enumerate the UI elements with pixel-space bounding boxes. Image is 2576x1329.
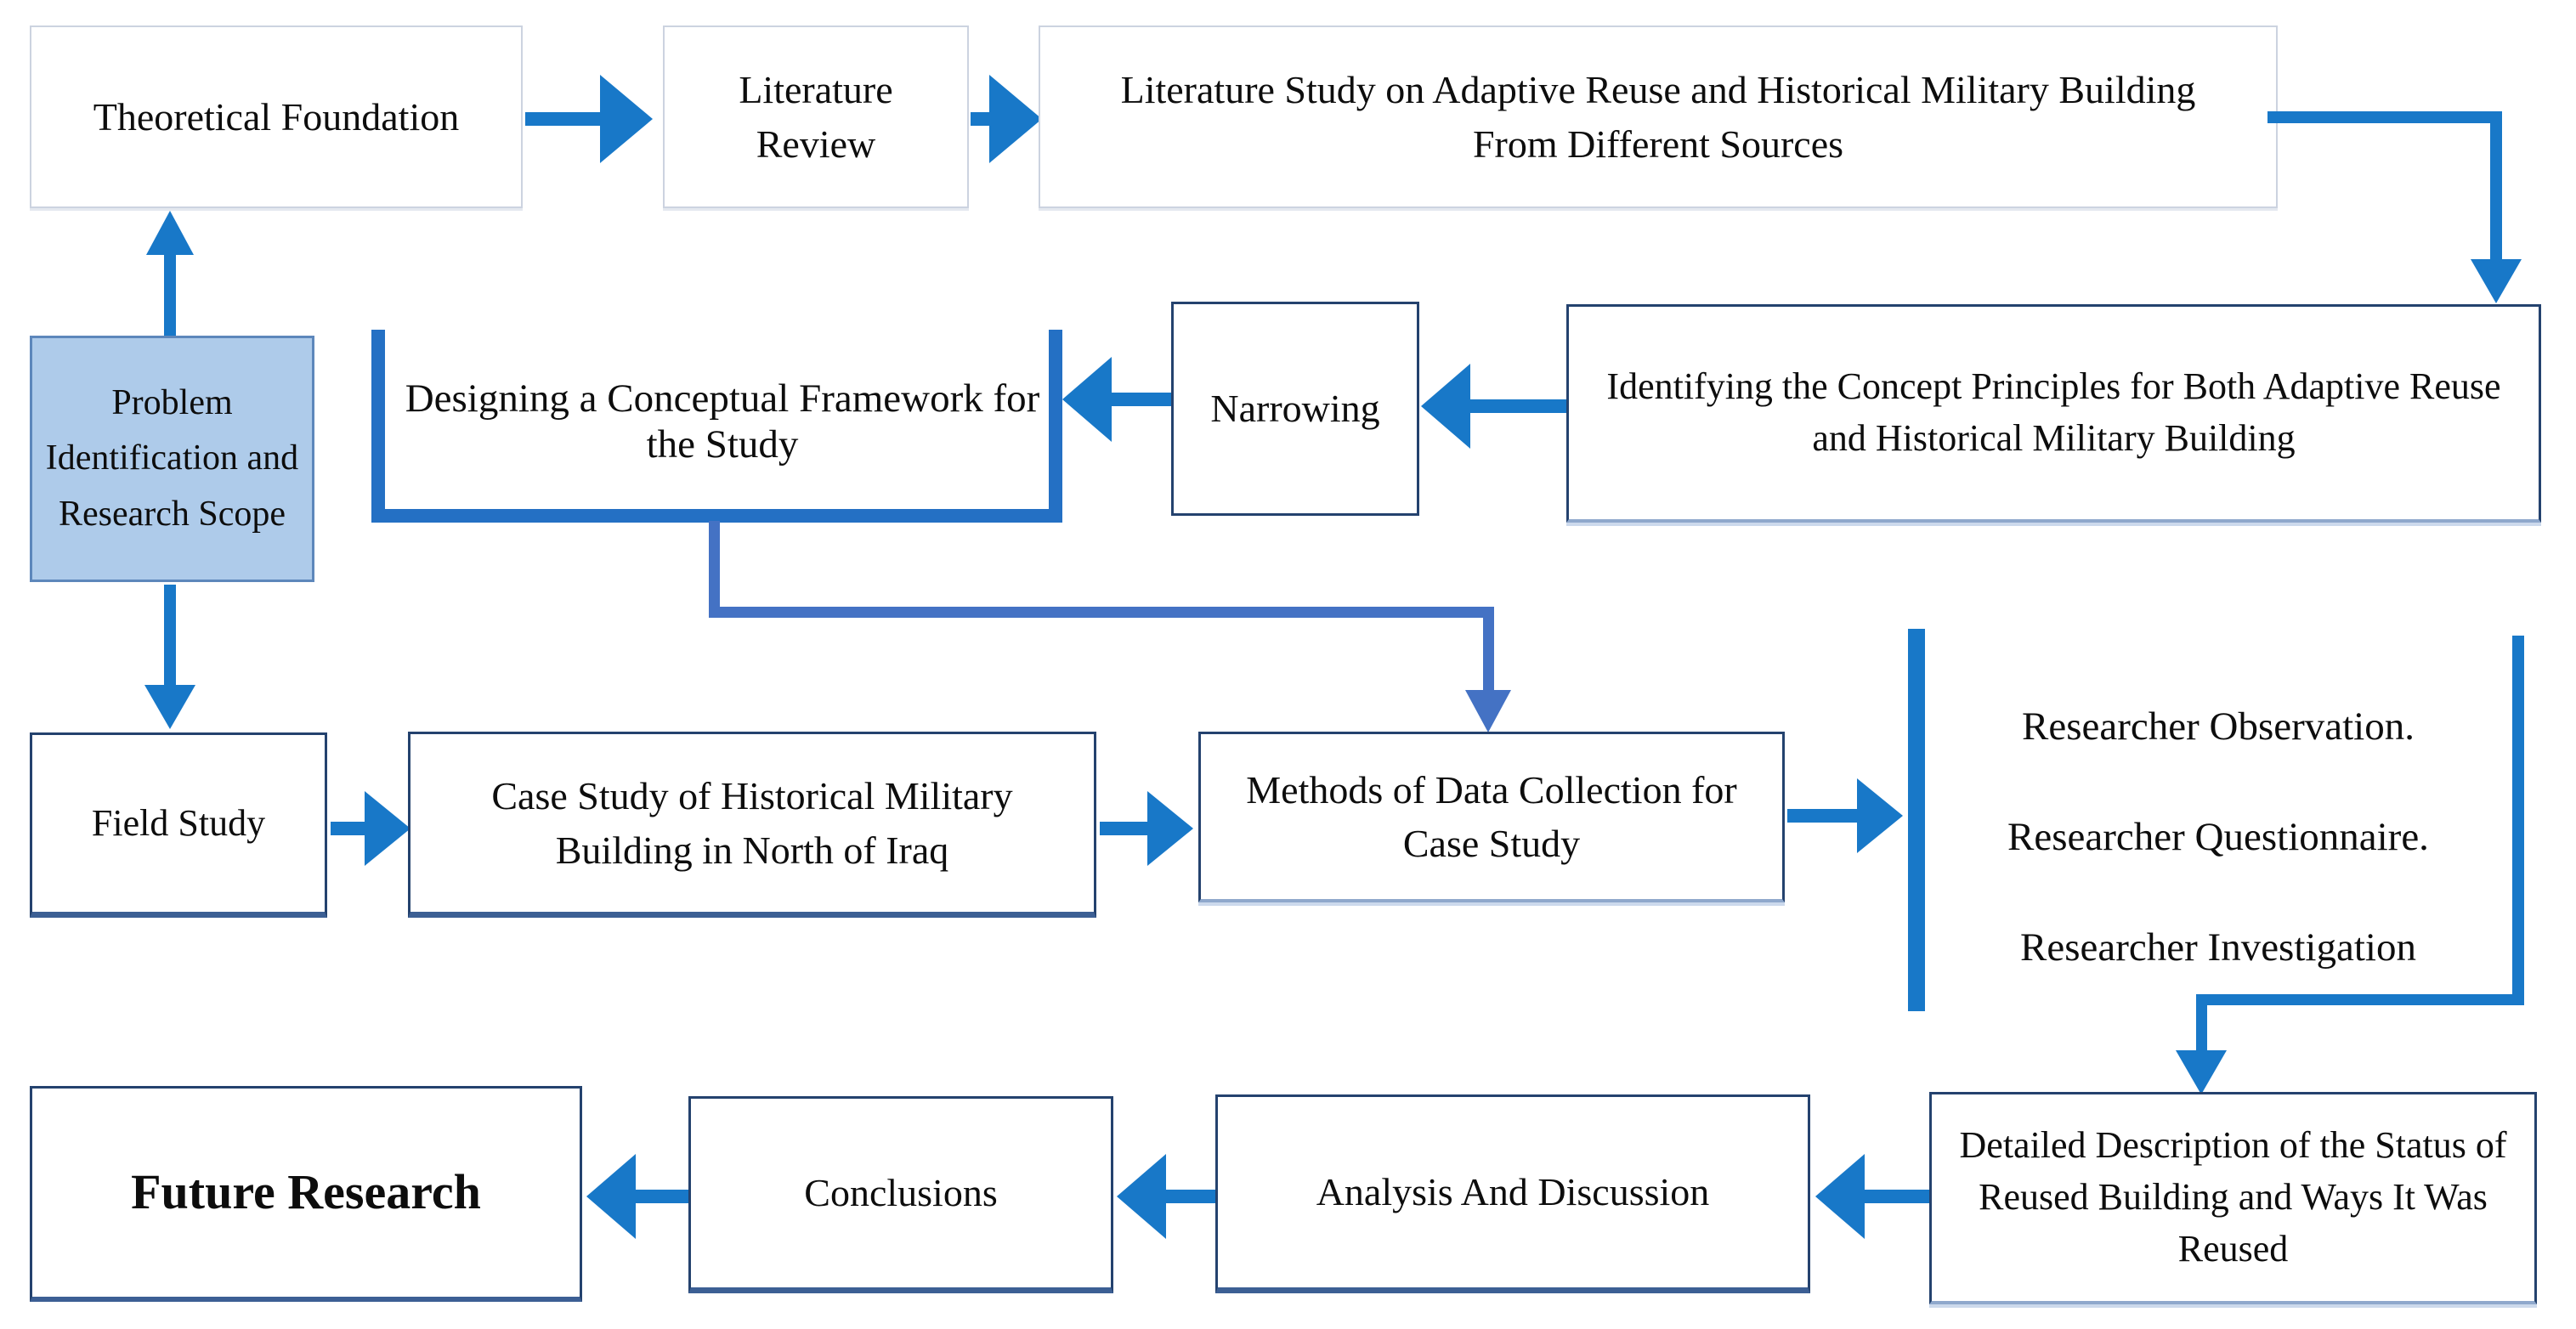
- data-collection-item-investigation: Researcher Investigation: [1946, 922, 2490, 973]
- data-collection-list-left-bar: [1908, 629, 1925, 1011]
- node-identifying: Identifying the Concept Principles for B…: [1566, 304, 2541, 523]
- node-future-research-label: Future Research: [131, 1164, 481, 1220]
- node-literature-review-label: Literature Review: [739, 68, 893, 166]
- node-field-study-label: Field Study: [91, 801, 266, 844]
- arrow-problem-to-field-study-head: [144, 685, 195, 729]
- connector-list-to-detailed-vsegment: [2196, 994, 2207, 1052]
- node-narrowing: Narrowing: [1171, 302, 1419, 516]
- data-collection-item-questionnaire-label: Researcher Questionnaire.: [2007, 815, 2429, 859]
- node-case-study: Case Study of Historical Military Buildi…: [408, 732, 1096, 918]
- node-theoretical-foundation-label: Theoretical Foundation: [93, 94, 460, 139]
- connector-list-to-detailed-hsegment: [2201, 994, 2524, 1005]
- node-analysis-discussion: Analysis And Discussion: [1215, 1094, 1810, 1293]
- data-collection-item-questionnaire: Researcher Questionnaire.: [1946, 812, 2490, 862]
- connector-designing-to-methods-vsegment-1: [709, 521, 720, 616]
- node-designing-label: Designing a Conceptual Framework for the…: [405, 376, 1040, 467]
- node-designing-frame-right-bar: [1049, 330, 1062, 523]
- data-collection-item-investigation-label: Researcher Investigation: [2020, 925, 2416, 970]
- connector-literature-study-to-identifying-hsegment: [2267, 111, 2502, 123]
- data-collection-list-right-bar: [2512, 636, 2524, 1004]
- arrow-literature-review-to-literature-study-head: [989, 75, 1042, 163]
- node-conclusions: Conclusions: [688, 1096, 1113, 1293]
- arrow-identifying-to-narrowing-shaft: [1470, 399, 1566, 413]
- arrow-case-study-to-methods-head: [1147, 791, 1193, 866]
- arrow-analysis-to-conclusions-head: [1117, 1154, 1166, 1239]
- arrow-detailed-to-analysis-shaft: [1865, 1190, 1931, 1203]
- arrow-conclusions-to-future-head: [586, 1154, 636, 1239]
- node-identifying-label: Identifying the Concept Principles for B…: [1606, 365, 2501, 459]
- node-designing-frame-left-bar: [371, 330, 385, 523]
- node-literature-study-label: Literature Study on Adaptive Reuse and H…: [1120, 68, 2196, 166]
- arrow-analysis-to-conclusions-shaft: [1166, 1190, 1217, 1203]
- connector-designing-to-methods-hsegment: [709, 607, 1494, 618]
- node-analysis-discussion-label: Analysis And Discussion: [1316, 1170, 1710, 1214]
- node-conclusions-label: Conclusions: [804, 1171, 998, 1215]
- node-case-study-label: Case Study of Historical Military Buildi…: [491, 774, 1013, 872]
- node-designing: Designing a Conceptual Framework for the…: [399, 338, 1045, 504]
- node-detailed-description-label: Detailed Description of the Status of Re…: [1959, 1124, 2507, 1270]
- arrow-problem-to-field-study-shaft: [164, 585, 176, 687]
- connector-designing-to-methods-vsegment-2: [1483, 607, 1494, 692]
- connector-literature-study-to-identifying-head: [2471, 259, 2522, 303]
- arrow-field-to-case-study-shaft: [331, 822, 365, 835]
- node-methods-of-data-collection-label: Methods of Data Collection for Case Stud…: [1246, 767, 1737, 865]
- node-field-study: Field Study: [30, 732, 327, 918]
- arrow-theoretical-to-literature-review-shaft: [525, 112, 600, 126]
- node-narrowing-label: Narrowing: [1210, 387, 1380, 431]
- node-problem-identification: Problem Identification and Research Scop…: [30, 336, 314, 582]
- arrow-case-study-to-methods-shaft: [1100, 822, 1147, 835]
- arrow-problem-to-theoretical-shaft: [164, 255, 176, 337]
- arrow-methods-to-data-collection-list-shaft: [1787, 809, 1857, 823]
- node-designing-frame-bottom-bar: [371, 509, 1062, 523]
- node-theoretical-foundation: Theoretical Foundation: [30, 25, 523, 208]
- node-problem-identification-label: Problem Identification and Research Scop…: [45, 383, 299, 534]
- node-detailed-description: Detailed Description of the Status of Re…: [1929, 1092, 2537, 1304]
- node-literature-study: Literature Study on Adaptive Reuse and H…: [1039, 25, 2278, 208]
- arrow-problem-to-theoretical-head: [146, 211, 194, 255]
- arrow-methods-to-data-collection-list-head: [1857, 778, 1903, 853]
- arrow-theoretical-to-literature-review-head: [600, 75, 653, 163]
- arrow-narrowing-to-designing-shaft: [1112, 393, 1171, 406]
- arrow-narrowing-to-designing-head: [1062, 357, 1112, 442]
- arrow-field-to-case-study-head: [365, 791, 410, 866]
- connector-designing-to-methods-head: [1465, 690, 1511, 732]
- node-literature-review: Literature Review: [663, 25, 969, 208]
- connector-literature-study-to-identifying-vsegment: [2490, 111, 2502, 261]
- arrow-identifying-to-narrowing-head: [1421, 364, 1470, 449]
- node-methods-of-data-collection: Methods of Data Collection for Case Stud…: [1198, 732, 1785, 902]
- connector-list-to-detailed-head: [2176, 1050, 2227, 1094]
- data-collection-item-observation-label: Researcher Observation.: [2022, 704, 2415, 749]
- arrow-conclusions-to-future-shaft: [636, 1190, 690, 1203]
- data-collection-item-observation: Researcher Observation.: [1946, 701, 2490, 752]
- arrow-literature-review-to-literature-study-shaft: [971, 112, 991, 126]
- node-future-research: Future Research: [30, 1086, 582, 1302]
- arrow-detailed-to-analysis-head: [1815, 1154, 1865, 1239]
